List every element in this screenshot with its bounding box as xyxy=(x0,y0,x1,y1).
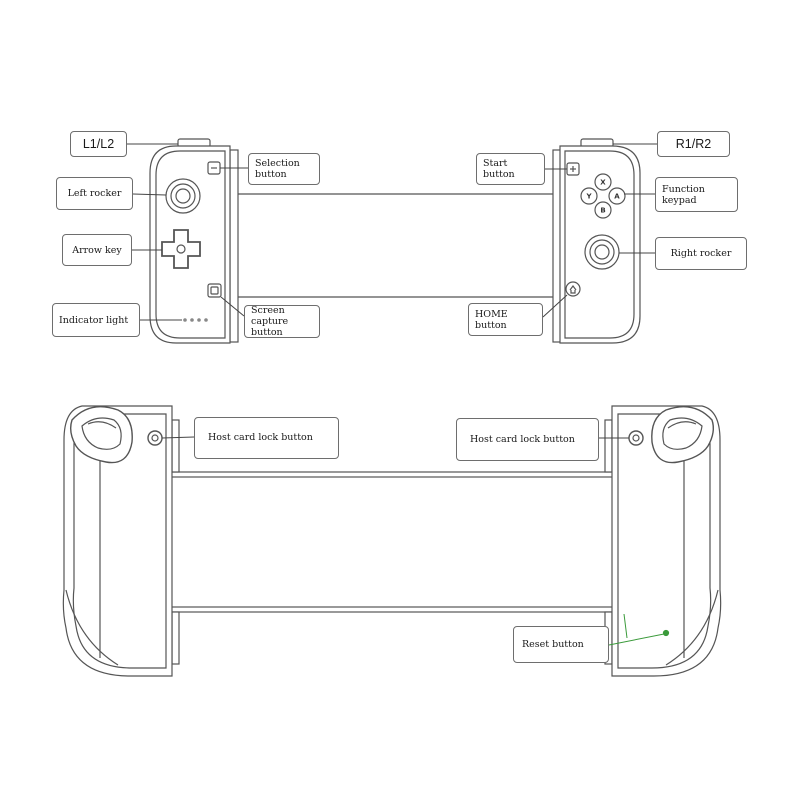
label-right-rocker: Right rocker xyxy=(655,237,747,270)
face-button-letters: X Y A B xyxy=(585,179,620,215)
label-host-card-lock-right: Host card lock button xyxy=(456,418,599,461)
label-l1-l2: L1/L2 xyxy=(70,131,127,157)
back-right-grip xyxy=(611,405,722,677)
button-x-letter: X xyxy=(600,179,606,187)
label-home-button: HOME button xyxy=(468,303,543,336)
back-left-grip xyxy=(62,405,173,677)
label-r1-r2: R1/R2 xyxy=(657,131,730,157)
label-reset-button: Reset button xyxy=(513,626,609,663)
reset-button-icon xyxy=(662,629,670,637)
button-b-letter: B xyxy=(600,207,605,215)
label-selection-button: Selection button xyxy=(248,153,320,185)
right-rocker-icon xyxy=(584,234,620,270)
label-start-button: Start button xyxy=(476,153,545,185)
left-rocker-icon xyxy=(165,178,201,214)
button-y-letter: Y xyxy=(585,193,592,201)
front-leader-lines xyxy=(127,143,657,321)
front-right-grip xyxy=(559,138,641,344)
front-view xyxy=(127,138,657,344)
label-function-keypad: Function keypad xyxy=(655,177,738,212)
label-host-card-lock-left: Host card lock button xyxy=(194,417,339,459)
arrow-key-icon xyxy=(161,229,201,269)
label-screen-capture-button: Screen capture button xyxy=(244,305,320,338)
function-keypad-icon xyxy=(580,173,626,219)
label-indicator-light: Indicator light xyxy=(52,303,140,337)
screen-capture-button-icon xyxy=(207,283,222,298)
label-left-rocker: Left rocker xyxy=(56,177,133,210)
label-arrow-key: Arrow key xyxy=(62,234,132,266)
indicator-light-icon xyxy=(183,318,208,322)
back-view xyxy=(62,405,722,677)
front-left-grip xyxy=(149,138,231,344)
back-left-trigger xyxy=(69,406,133,464)
button-a-letter: A xyxy=(614,193,620,201)
back-leader-lines xyxy=(161,436,665,646)
back-right-trigger xyxy=(651,406,715,464)
home-button-icon xyxy=(565,281,581,297)
